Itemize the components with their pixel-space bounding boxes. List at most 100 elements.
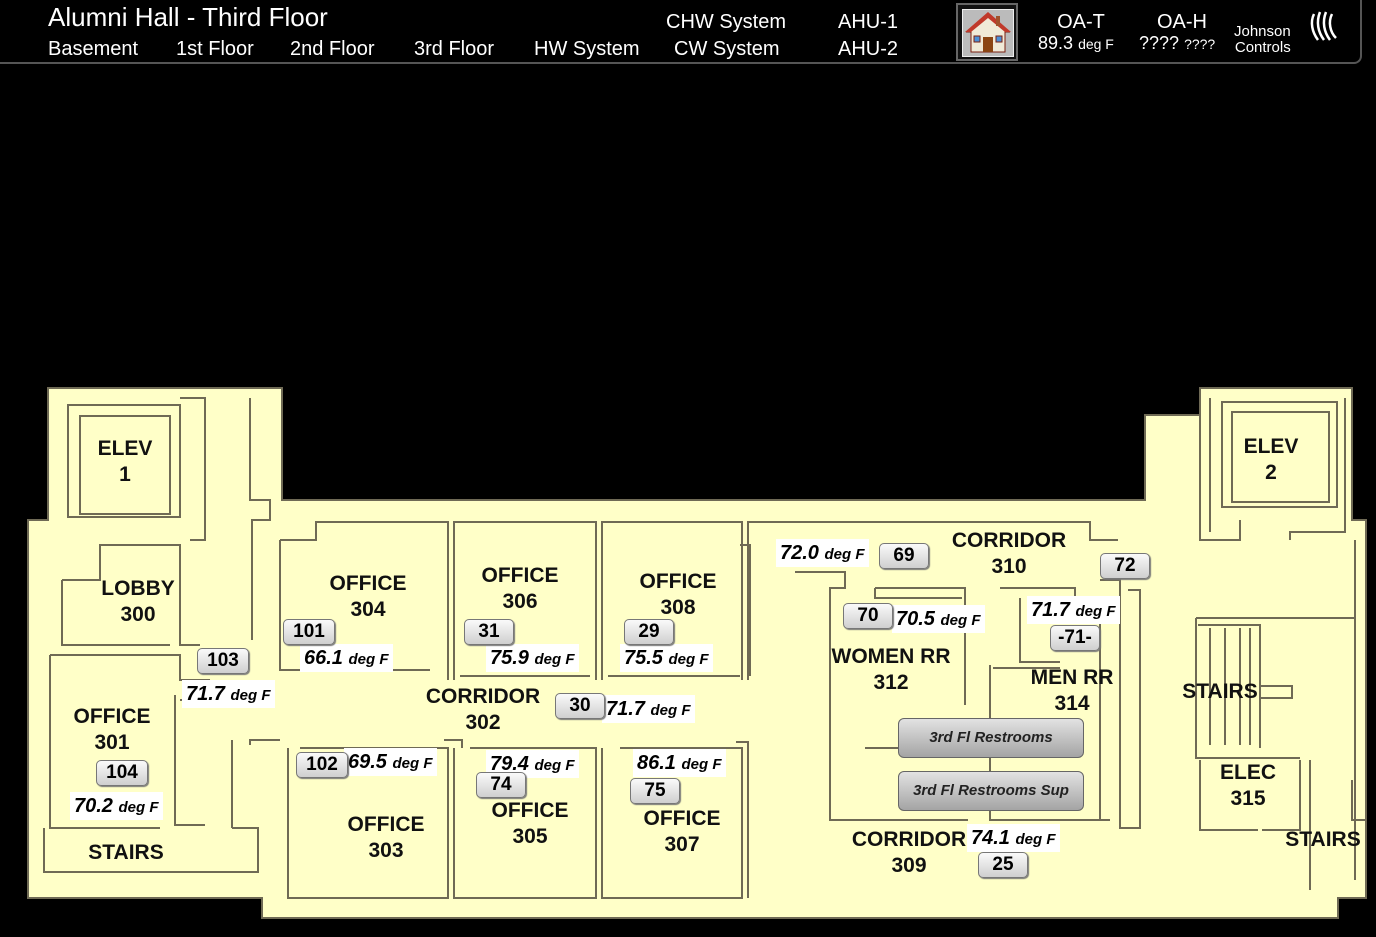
device-tag-29[interactable]: 29 [624, 619, 674, 645]
room-number: 304 [350, 598, 386, 621]
room-number: 305 [512, 825, 548, 848]
room-number: 301 [94, 731, 130, 754]
temp-readout-304[interactable]: 66.1 deg F [300, 644, 393, 672]
room-name: ELEV [1243, 435, 1299, 458]
room-stairs-right: STAIRS [1182, 680, 1258, 703]
room-number: 1 [119, 463, 131, 486]
nav-2nd-floor[interactable]: 2nd Floor [290, 38, 375, 60]
nav-hw-system[interactable]: HW System [534, 38, 640, 60]
temp-value: 70.2 [74, 795, 113, 817]
room-number: 312 [873, 671, 909, 694]
temp-unit: deg F [348, 651, 389, 668]
oa-h-label: OA-H [1157, 11, 1207, 33]
room-name: CORRIDOR [951, 529, 1067, 552]
restrooms-sup-button[interactable]: 3rd Fl Restrooms Sup [898, 771, 1084, 811]
home-icon [962, 9, 1014, 57]
temp-value: 71.7 [606, 698, 645, 720]
room-women-rr-312: WOMEN RR 312 [826, 644, 956, 696]
temp-readout-302[interactable]: 71.7 deg F [602, 695, 695, 723]
room-name: CORRIDOR [851, 828, 967, 851]
temp-readout-307[interactable]: 86.1 deg F [633, 749, 726, 777]
device-tag-103[interactable]: 103 [197, 648, 249, 674]
device-tag-72[interactable]: 72 [1100, 553, 1150, 579]
nav-ahu-2[interactable]: AHU-2 [838, 38, 899, 60]
device-tag-101[interactable]: 101 [283, 619, 335, 645]
device-tag-102[interactable]: 102 [296, 752, 348, 778]
temp-readout-308[interactable]: 75.5 deg F [620, 644, 713, 672]
room-number: 302 [465, 711, 501, 734]
nav-3rd-floor[interactable]: 3rd Floor [414, 38, 495, 60]
nav-chw-system[interactable]: CHW System [666, 11, 786, 33]
temp-unit: deg F [668, 651, 709, 668]
device-tag-31[interactable]: 31 [464, 619, 514, 645]
temp-unit: deg F [824, 546, 865, 563]
room-name: ELEV [97, 437, 153, 460]
room-number: 300 [120, 603, 156, 626]
temp-unit: deg F [650, 702, 691, 719]
temp-readout-314[interactable]: 71.7 deg F [1027, 596, 1120, 624]
temp-unit: deg F [392, 755, 433, 772]
temp-value: 71.7 [186, 683, 225, 705]
temp-value: 70.5 [896, 608, 935, 630]
temp-value: 72.0 [780, 542, 819, 564]
nav-cw-system[interactable]: CW System [674, 38, 780, 60]
room-name: OFFICE [643, 807, 721, 830]
oa-t-unit: deg F [1078, 36, 1114, 52]
room-lobby-300: LOBBY 300 [88, 576, 188, 628]
logo-line-1: Johnson [1234, 23, 1291, 40]
temp-value: 69.5 [348, 751, 387, 773]
device-tag-75[interactable]: 75 [630, 778, 680, 804]
room-number: 308 [660, 596, 696, 619]
oa-h-value: ???? ???? [1139, 33, 1215, 54]
room-elec-315: ELEC 315 [1208, 760, 1288, 812]
room-elev-1: ELEV 1 [90, 436, 160, 488]
nav-basement[interactable]: Basement [48, 38, 139, 60]
temp-readout-309[interactable]: 74.1 deg F [967, 824, 1060, 852]
temp-readout-310[interactable]: 72.0 deg F [776, 539, 869, 567]
johnson-controls-swirl-icon [1310, 11, 1337, 41]
device-tag-30[interactable]: 30 [555, 693, 605, 719]
restrooms-button[interactable]: 3rd Fl Restrooms [898, 718, 1084, 758]
nav-1st-floor[interactable]: 1st Floor [176, 38, 254, 60]
temp-readout-312[interactable]: 70.5 deg F [892, 605, 985, 633]
room-name: LOBBY [101, 577, 175, 600]
device-tag-74[interactable]: 74 [476, 772, 526, 798]
device-tag-70[interactable]: 70 [843, 603, 893, 629]
room-office-304: OFFICE 304 [318, 571, 418, 623]
room-number: 309 [891, 854, 927, 877]
room-name: OFFICE [329, 572, 407, 595]
johnson-controls-logo: Johnson Controls [1234, 24, 1291, 56]
room-name: OFFICE [73, 705, 151, 728]
temp-value: 75.5 [624, 647, 663, 669]
oa-h-number: ???? [1139, 33, 1180, 53]
room-name: ELEC [1219, 761, 1276, 784]
room-stairs-left: STAIRS [88, 841, 164, 864]
temp-readout-306[interactable]: 75.9 deg F [486, 644, 579, 672]
oa-t-number: 89.3 [1038, 33, 1074, 53]
nav-ahu-1[interactable]: AHU-1 [838, 11, 899, 33]
device-tag-71[interactable]: -71- [1050, 625, 1100, 651]
home-button[interactable] [956, 3, 1018, 61]
room-name: WOMEN RR [831, 645, 951, 668]
room-number: 315 [1230, 787, 1266, 810]
room-name: MEN RR [1030, 666, 1114, 689]
device-tag-25[interactable]: 25 [978, 852, 1028, 878]
temp-readout-301[interactable]: 70.2 deg F [70, 792, 163, 820]
temp-unit: deg F [1015, 831, 1056, 848]
device-tag-69[interactable]: 69 [879, 543, 929, 569]
temp-readout-303[interactable]: 69.5 deg F [344, 748, 437, 776]
room-name: OFFICE [491, 799, 569, 822]
temp-value: 66.1 [304, 647, 343, 669]
temp-unit: deg F [534, 757, 575, 774]
oa-h-unit: ???? [1184, 36, 1216, 52]
device-tag-104[interactable]: 104 [96, 760, 148, 786]
temp-readout-103[interactable]: 71.7 deg F [182, 680, 275, 708]
logo-line-2: Controls [1234, 39, 1291, 56]
